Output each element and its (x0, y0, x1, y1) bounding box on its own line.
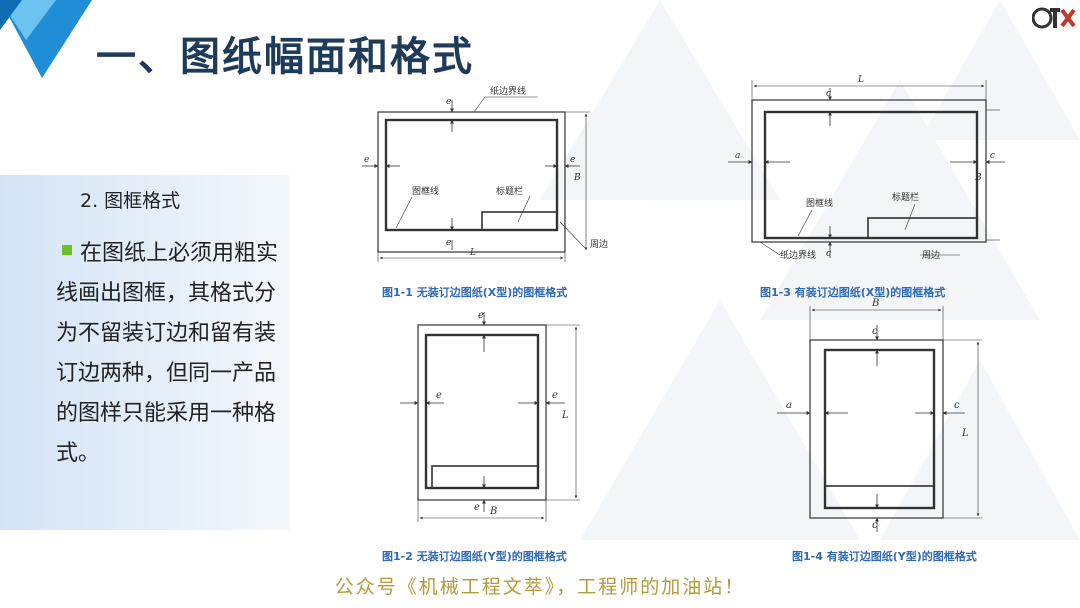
body-paragraph: 在图纸上必须用粗实线画出图框，其格式分为不留装订边和留有装订边两种，但同一产品的… (56, 241, 279, 466)
dim-e-left: e (436, 390, 442, 401)
label-paper-edge: 纸边界线 (780, 249, 816, 261)
figure-1-2-labels: e e e e B L (436, 310, 569, 517)
caption-figure-1-3: 图1-3 有装订边图纸(X型)的图框格式 (760, 286, 946, 299)
figure-1-4-labels: B c a c c L (786, 298, 969, 531)
dim-L: L (857, 75, 864, 85)
corner-triangle-logo (0, 0, 92, 78)
dim-c-top: c (826, 89, 831, 99)
label-title-block: 标题栏 (892, 191, 919, 203)
bullet-square-icon (62, 245, 72, 255)
dim-e-left: e (364, 155, 369, 165)
figure-1-4 (777, 306, 982, 532)
figure-1-2 (400, 312, 580, 522)
dim-B: B (871, 298, 879, 309)
brand-logo-icon (1032, 7, 1076, 29)
label-border: 周边 (590, 239, 608, 250)
caption-figure-1-2: 图1-2 无装订边图纸(Y型)的图框格式 (382, 550, 567, 563)
dim-e-bottom: e (446, 238, 451, 248)
label-frame-line: 图框线 (806, 197, 833, 209)
caption-figure-1-4: 图1-4 有装订边图纸(Y型)的图框格式 (792, 550, 977, 563)
figure-1-1-labels: 纸边界线 图框线 标题栏 周边 e e e e L B (364, 85, 608, 258)
dim-e-top: e (446, 97, 451, 107)
dim-c-right: c (954, 400, 960, 411)
dim-B: B (573, 173, 581, 183)
background-pattern (540, 0, 1080, 540)
dim-L: L (961, 428, 969, 439)
label-title-block: 标题栏 (496, 185, 523, 197)
label-border: 周边 (922, 250, 940, 261)
footer-slogan: 公众号《机械工程文萃》，工程师的加油站！ (334, 576, 746, 598)
dim-e-bottom: e (474, 502, 480, 513)
section-heading: 2. 图框格式 (80, 190, 181, 212)
slide-title: 一、图纸幅面和格式 (96, 34, 474, 80)
figure-1-1 (362, 96, 590, 262)
dim-c-top: c (872, 326, 878, 337)
dim-e-right: e (552, 390, 558, 401)
figure-1-3 (728, 80, 1005, 258)
dim-a: a (735, 151, 740, 161)
caption-figure-1-1: 图1-1 无装订边图纸(X型)的图框格式 (382, 286, 568, 299)
dim-c-right: c (990, 151, 995, 161)
dim-L: L (469, 248, 476, 258)
label-frame-line: 图框线 (412, 185, 439, 197)
text-panel (0, 175, 290, 530)
figure-1-3-labels: 图框线 标题栏 纸边界线 周边 L a c c c B (735, 75, 995, 261)
label-paper-edge: 纸边界线 (490, 85, 526, 97)
dim-B: B (974, 173, 982, 183)
dim-c-bottom: c (826, 249, 831, 259)
dim-L: L (561, 410, 569, 421)
dim-B: B (489, 506, 497, 517)
dim-c-bottom: c (872, 520, 878, 531)
dim-e-right: e (570, 155, 575, 165)
dim-e-top: e (478, 310, 484, 321)
dim-a: a (786, 400, 792, 411)
